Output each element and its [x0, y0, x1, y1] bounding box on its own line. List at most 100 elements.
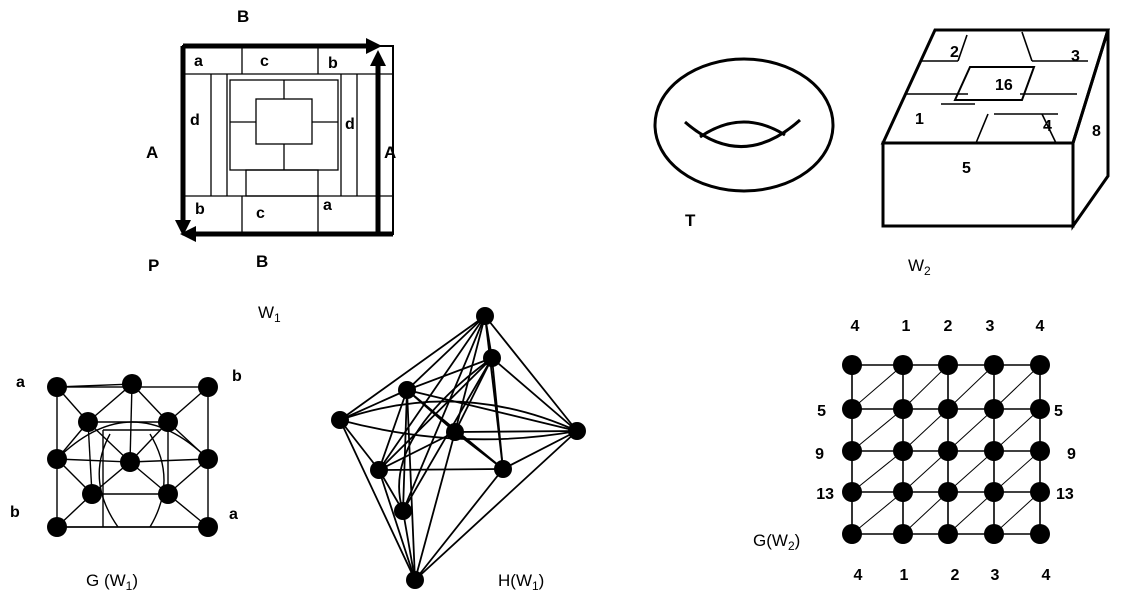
w1-caption: W1 [258, 303, 281, 325]
w1-cell-left: d [190, 112, 200, 129]
g-w2-node [893, 482, 913, 502]
g-w2-node [984, 355, 1004, 375]
h-w1-edges [339, 315, 578, 581]
g-w2-node [893, 524, 913, 544]
g-w2-bottom-label: 3 [991, 567, 1000, 584]
g-w2-node [1030, 441, 1050, 461]
g-w1-node [47, 517, 67, 537]
h-w1-node [331, 411, 349, 429]
h-w1-node [476, 307, 494, 325]
w1-diagram: B A A B P a c b d d b c a W1 [146, 7, 396, 325]
h-w1-node [568, 422, 586, 440]
w1-cell-right: d [345, 116, 355, 133]
g-w2-node [893, 441, 913, 461]
h-w1-node [494, 460, 512, 478]
g-w2-node [1030, 524, 1050, 544]
torus-hole-upper [699, 120, 786, 139]
g-w2-node [938, 399, 958, 419]
g-w2-top-label: 4 [1036, 318, 1045, 335]
g-w2-graph: 4 1 2 3 4 4 1 2 3 4 5 9 13 5 9 13 G(W2) [753, 318, 1076, 584]
w2-inner-hole [953, 66, 1036, 101]
g-w2-top-label: 3 [986, 318, 995, 335]
w1-right-arrowhead [370, 50, 386, 66]
g-w2-bottom-label: 2 [951, 567, 960, 584]
g-w1-node [47, 377, 67, 397]
g-w1-label-top-right: b [232, 368, 242, 385]
w1-label-bottom: B [256, 252, 268, 271]
w1-left-arrowhead [175, 220, 191, 236]
w2-caption: W2 [908, 256, 931, 278]
w2-face-5: 5 [962, 160, 971, 177]
g-w1-node [47, 449, 67, 469]
g-w2-left-label: 13 [816, 486, 834, 503]
w2-face-16: 16 [995, 77, 1013, 94]
g-w2-node [984, 399, 1004, 419]
g-w2-node [984, 524, 1004, 544]
h-w1-node [398, 381, 416, 399]
g-w2-node [1030, 482, 1050, 502]
torus-outer [653, 57, 835, 193]
g-w2-node [1030, 399, 1050, 419]
g-w2-node [938, 524, 958, 544]
g-w2-right-label: 5 [1054, 403, 1063, 420]
g-w2-top-label: 4 [851, 318, 860, 335]
g-w1-node [158, 412, 178, 432]
torus-hole-lower [684, 118, 802, 148]
g-w1-node [78, 412, 98, 432]
g-w1-nodes [47, 374, 218, 537]
h-w1-node [446, 423, 464, 441]
g-w2-node [938, 441, 958, 461]
w1-cell-top-right: b [328, 55, 338, 72]
w2-face-3: 3 [1071, 48, 1080, 65]
g-w1-label-bottom-right: a [229, 506, 238, 523]
w2-face-4: 4 [1043, 118, 1052, 135]
w2-face-1: 1 [915, 111, 924, 128]
g-w2-node [893, 399, 913, 419]
w1-label-top: B [237, 7, 249, 26]
w1-cell-bottom-right: a [323, 197, 332, 214]
g-w2-node [842, 399, 862, 419]
torus-label: T [685, 211, 696, 230]
g-w2-caption: G(W2) [753, 531, 800, 553]
g-w1-label-bottom-left: b [10, 504, 20, 521]
g-w2-node [1030, 355, 1050, 375]
w2-diagram: 2 3 16 1 4 8 5 W2 [880, 28, 1111, 278]
w2-front-face [881, 141, 1075, 228]
w1-cell-bottom-left: b [195, 201, 205, 218]
g-w2-right-label: 13 [1056, 486, 1074, 503]
w1-label-right: A [384, 143, 396, 162]
g-w2-node [842, 355, 862, 375]
g-w1-node [158, 484, 178, 504]
g-w1-graph: a b b a G (W1) [10, 368, 242, 593]
h-w1-node [394, 502, 412, 520]
g-w2-bottom-label: 1 [900, 567, 909, 584]
h-w1-caption: H(W1) [498, 571, 544, 593]
g-w2-right-label: 9 [1067, 446, 1076, 463]
g-w2-bottom-label: 4 [854, 567, 863, 584]
g-w2-node [842, 441, 862, 461]
g-w1-node [122, 374, 142, 394]
g-w2-node [984, 482, 1004, 502]
w1-cell-top-mid: c [260, 53, 269, 70]
g-w2-diagonals [851, 364, 1041, 535]
g-w1-caption: G (W1) [86, 571, 138, 593]
h-w1-node [483, 349, 501, 367]
w1-bottom-arrowhead [180, 226, 196, 242]
w1-cell-bottom-mid: c [256, 205, 265, 222]
g-w2-node [938, 355, 958, 375]
w1-label-corner: P [148, 256, 159, 275]
g-w1-node [198, 377, 218, 397]
w1-top-arrowhead [366, 38, 382, 54]
torus-diagram: T [653, 57, 835, 230]
g-w2-node [842, 482, 862, 502]
g-w1-node [198, 517, 218, 537]
g-w2-top-label: 2 [944, 318, 953, 335]
g-w2-node [893, 355, 913, 375]
w1-label-left: A [146, 143, 158, 162]
g-w2-left-label: 9 [815, 446, 824, 463]
w1-cell-top-left: a [194, 53, 203, 70]
w2-face-2: 2 [950, 44, 959, 61]
w2-face-8: 8 [1092, 123, 1101, 140]
g-w1-label-top-left: a [16, 374, 25, 391]
